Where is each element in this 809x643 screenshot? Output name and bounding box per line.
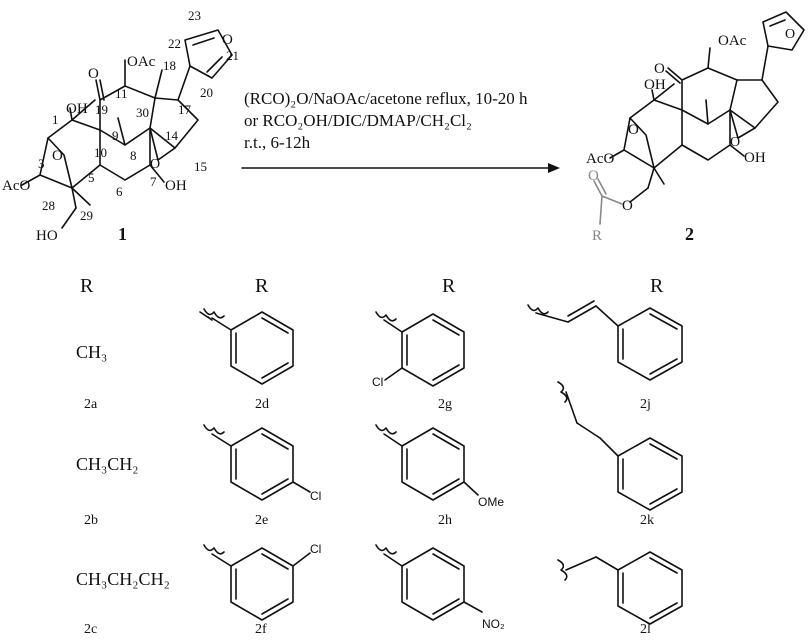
r-2f-structure — [203, 544, 311, 621]
c2-aco: AcO — [586, 151, 614, 167]
c2-oh: OH — [744, 150, 766, 166]
c2-epoxide-o: O — [730, 135, 740, 150]
c1-num-7: 7 — [150, 174, 157, 189]
reaction-arrow — [241, 163, 560, 173]
c1-num-8: 8 — [130, 148, 137, 163]
r-2i-no2: NO₂ — [482, 617, 505, 631]
r-2c-label: 2c — [84, 622, 97, 637]
r-2k-label: 2k — [640, 513, 654, 528]
c1-num-23: 23 — [188, 8, 201, 23]
r-2b-label: 2b — [84, 513, 98, 528]
r-2k-structure — [557, 381, 683, 511]
c1-num-15: 15 — [194, 159, 207, 174]
c1-num-18: 18 — [163, 58, 176, 73]
conditions-line-1: (RCO)₂O/NaOAc/acetone reflux, 10-20 h — [244, 89, 528, 108]
r-2l-structure — [557, 551, 683, 625]
c1-furan-o: O — [222, 32, 233, 48]
c1-aco: AcO — [2, 178, 30, 194]
c1-ring-o: O — [52, 148, 63, 164]
c2-oac: OAc — [718, 33, 747, 49]
c1-oh-top: OH — [66, 101, 88, 117]
r-2l-label: 2l — [640, 622, 651, 637]
c2-carbonyl-o: O — [588, 168, 599, 184]
r-2j-structure — [527, 300, 683, 381]
compound-2-structure — [593, 11, 805, 225]
compound-1-label: 1 — [118, 224, 127, 244]
c2-oh-top: OH — [644, 77, 666, 93]
c1-num-10: 10 — [94, 145, 107, 160]
r-2h-ome: OMe — [478, 495, 504, 509]
c2-ketone-o: O — [654, 61, 665, 77]
c2-ester-o: O — [622, 198, 633, 214]
r-2g-cl: Cl — [372, 375, 383, 389]
r-2b-formula: CH₃CH₂ — [76, 454, 139, 474]
r-2d-structure — [199, 308, 294, 385]
r-2h-label: 2h — [438, 513, 452, 528]
r-2e-label: 2e — [255, 513, 268, 528]
c1-num-19: 19 — [95, 102, 108, 117]
col1-header-r: R — [80, 275, 94, 297]
r-2e-structure — [203, 424, 311, 501]
r-2a-formula: CH₃ — [76, 342, 107, 362]
c1-epoxide-o: O — [150, 157, 160, 172]
c1-num-20: 20 — [200, 85, 213, 100]
c1-num-1: 1 — [52, 112, 59, 127]
c1-oh: OH — [165, 178, 187, 194]
c1-ketone-o: O — [88, 66, 99, 82]
r-2h-structure — [375, 424, 479, 501]
r-2j-label: 2j — [640, 397, 651, 412]
c1-num-9: 9 — [112, 128, 119, 143]
compound-2-label: 2 — [685, 224, 694, 244]
r-2c-formula: CH₃CH₂CH₂ — [76, 569, 170, 589]
r-2g-label: 2g — [438, 397, 452, 412]
col4-header-r: R — [650, 275, 664, 297]
conditions-line-2: or RCO₂OH/DIC/DMAP/CH₂Cl₂ — [244, 111, 472, 130]
c1-num-6: 6 — [116, 184, 123, 199]
c1-oac: OAc — [127, 54, 156, 70]
c1-num-17: 17 — [178, 102, 192, 117]
r-2d-label: 2d — [255, 397, 269, 412]
col3-header-r: R — [442, 275, 456, 297]
c1-num-21: 21 — [226, 48, 239, 63]
c1-num-14: 14 — [165, 128, 179, 143]
r-2f-cl: Cl — [310, 542, 321, 556]
c2-furan-o: O — [785, 27, 795, 42]
r-2f-label: 2f — [255, 622, 267, 637]
r-2i-structure — [375, 544, 483, 621]
c1-num-5: 5 — [88, 170, 95, 185]
r-2g-structure — [375, 311, 465, 387]
c2-r-group: R — [592, 228, 602, 244]
c1-ho: HO — [36, 228, 58, 244]
col2-header-r: R — [255, 275, 269, 297]
conditions-line-3: r.t., 6-12h — [244, 133, 311, 152]
c1-num-11: 11 — [115, 86, 128, 101]
compound-1-structure — [21, 29, 233, 229]
c1-num-28: 28 — [42, 198, 55, 213]
r-2a-label: 2a — [84, 397, 98, 412]
c1-num-3: 3 — [38, 156, 45, 171]
r-2e-cl: Cl — [310, 489, 321, 503]
c2-ring-o: O — [628, 122, 639, 138]
c1-num-30: 30 — [136, 105, 149, 120]
c1-num-22: 22 — [168, 36, 181, 51]
c1-num-29: 29 — [80, 208, 93, 223]
